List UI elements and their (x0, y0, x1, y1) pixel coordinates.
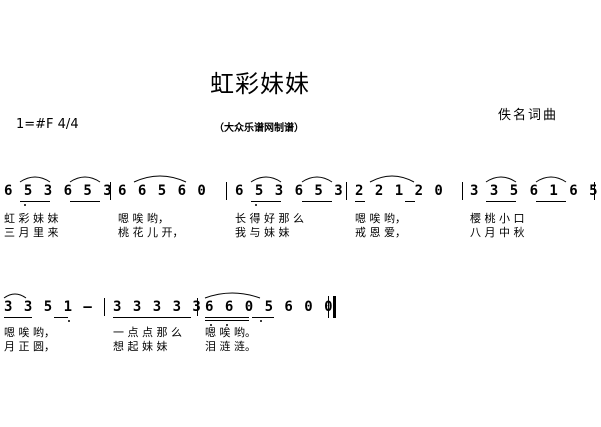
beam-double (205, 320, 249, 321)
barline (104, 298, 105, 316)
lyric-line1-verse1-m2: 嗯 唉 哟， (118, 212, 169, 225)
beam (4, 317, 32, 318)
lyric-line1-verse2-m4: 戒 恩 爱， (355, 226, 406, 239)
lyric-line1-verse2-m5: 八 月 中 秋 (470, 226, 525, 239)
lyric-line1-verse2-m3: 我 与 妹 妹 (235, 226, 290, 239)
lyric-line1-verse2-m1: 三 月 里 来 (4, 226, 59, 239)
measure-2-notes: 6 6 5 6 0 (118, 183, 208, 199)
measure-1-notes: 6 5 3 6 5 3 (4, 183, 114, 199)
slur (3, 293, 27, 299)
beam (405, 201, 415, 202)
slur (69, 176, 101, 183)
beam (486, 201, 516, 202)
beam (205, 317, 249, 318)
source-note: （大众乐谱网制谱） (214, 123, 304, 134)
octave-dot (260, 320, 262, 322)
slur (535, 176, 567, 183)
beam (252, 317, 274, 318)
measure-8-notes: 6 6 0 5 6 0 0 (205, 299, 335, 315)
beam (251, 201, 281, 202)
lyric-line1-verse1-m1: 虹 彩 妹 妹 (4, 212, 59, 225)
barline (594, 182, 595, 200)
key-signature: 1=#F 4/4 (16, 117, 79, 132)
lyric-line2-verse2-m7: 想 起 妹 妹 (113, 340, 168, 353)
lyric-line1-verse1-m5: 樱 桃 小 口 (470, 212, 525, 225)
lyric-line1-verse1-m4: 嗯 唉 哟， (355, 212, 406, 225)
measure-4-notes: 2 2 1 2 0 (355, 183, 445, 199)
lyric-line1-verse2-m2: 桃 花 儿 开， (118, 226, 184, 239)
measure-7-notes: 3 3 3 3 3 (113, 299, 203, 315)
slur (369, 175, 415, 183)
beam (54, 317, 68, 318)
slur (485, 176, 517, 183)
octave-dot (255, 204, 257, 206)
slur (250, 176, 282, 183)
beam (302, 201, 332, 202)
beam (536, 201, 566, 202)
final-barline-thin (328, 296, 329, 318)
octave-dot (210, 324, 212, 326)
octave-dot (226, 324, 228, 326)
lyric-line2-verse2-m6: 月 正 圆， (4, 340, 55, 353)
lyric-line2-verse2-m8: 泪 涟 涟。 (205, 340, 256, 353)
lyric-line2-verse1-m8: 嗯 唉 哟。 (205, 326, 256, 339)
lyric-line1-verse1-m3: 长 得 好 那 么 (235, 212, 304, 225)
song-title: 虹彩妹妹 (210, 70, 310, 98)
barline (346, 182, 347, 200)
slur (19, 176, 51, 183)
beam (70, 201, 100, 202)
credit: 佚名词曲 (498, 108, 559, 123)
lyric-line2-verse1-m7: 一 点 点 那 么 (113, 326, 182, 339)
barline (226, 182, 227, 200)
beam (113, 317, 191, 318)
barline (462, 182, 463, 200)
barline (197, 298, 198, 316)
final-barline-thick (333, 296, 336, 318)
measure-6-notes: 3 3 5 1 – (4, 299, 94, 315)
measure-5-notes: 3 3 5 6 1 6 5 (470, 183, 600, 199)
slur (301, 176, 333, 183)
slur (204, 292, 261, 299)
beam (20, 201, 50, 202)
barline (110, 182, 111, 200)
slur (133, 175, 187, 183)
beam (355, 201, 365, 202)
lyric-line2-verse1-m6: 嗯 唉 哟， (4, 326, 55, 339)
measure-3-notes: 6 5 3 6 5 3 (235, 183, 345, 199)
octave-dot (68, 320, 70, 322)
octave-dot (24, 204, 26, 206)
